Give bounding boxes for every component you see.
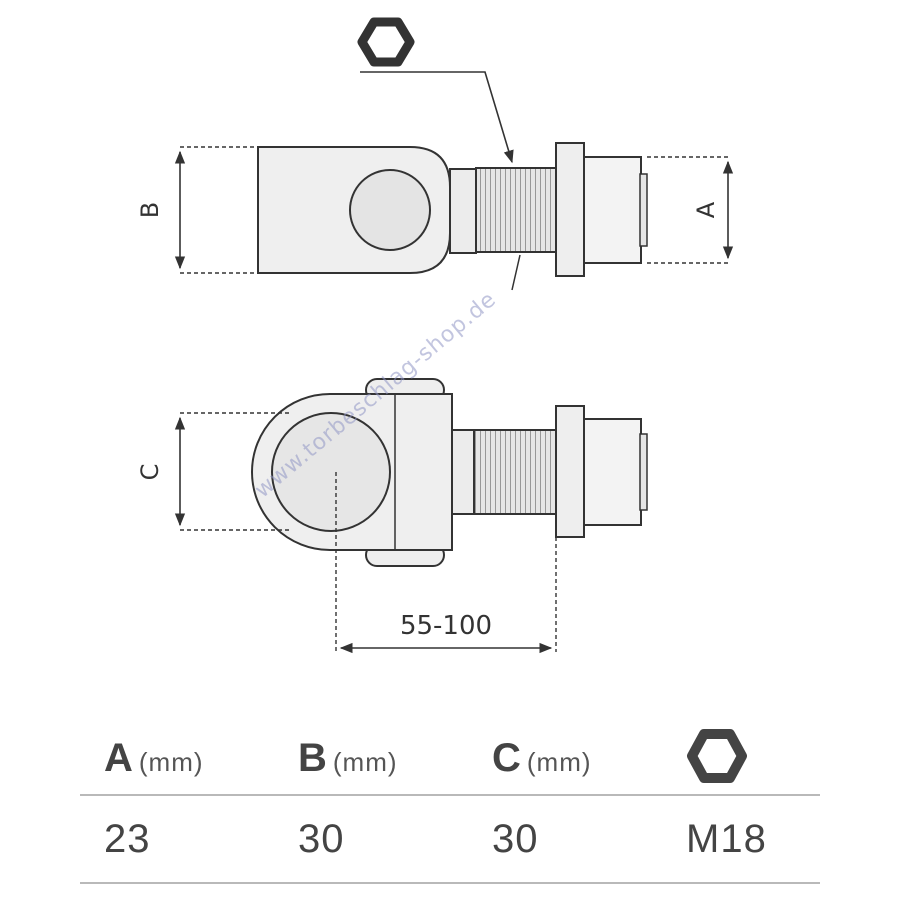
value-c: 30 [492,816,539,861]
side-view [251,378,648,567]
value-thread: M18 [686,816,767,861]
header-letter: B [298,735,327,780]
dimension-b: B [136,146,258,274]
washer [555,142,585,277]
value-a: 23 [104,816,151,861]
dimension-span: 55-100 [335,472,557,654]
header-unit: (mm) [526,746,592,777]
dimension-c-label: C [136,464,164,481]
header-letter: A [104,735,133,780]
header-a: A(mm) [80,736,274,781]
shank [451,429,475,515]
nut-end [639,173,648,247]
dimension-a: A [647,156,734,264]
hinge-drawing: B A C 55-100 www.torbeschlag-shop.de [136,17,734,654]
value-b: 30 [298,816,345,861]
threaded-rod [475,167,559,253]
top-view [257,142,648,291]
span-label: 55-100 [400,611,492,641]
header-nut [662,728,820,789]
hexagon-nut-icon [357,17,415,67]
header-b: B(mm) [274,736,468,781]
thread-leader [511,254,521,291]
spec-table: A(mm) B(mm) C(mm) 23 30 30 M18 [80,722,820,884]
eye-hole [349,169,431,251]
table-row: 23 30 30 M18 [80,796,820,882]
dimension-b-label: B [136,202,164,218]
header-unit: (mm) [332,746,398,777]
hex-nut [583,156,642,264]
header-unit: (mm) [138,746,204,777]
nut-end [639,433,648,511]
dimension-c: C [136,412,292,531]
threaded-rod [473,429,559,515]
header-c: C(mm) [468,736,662,781]
nut-leader-line [360,71,514,164]
shank [449,168,477,254]
table-header-row: A(mm) B(mm) C(mm) [80,722,820,794]
hexagon-nut-icon [687,728,747,783]
header-letter: C [492,735,521,780]
table-divider [80,794,820,796]
dimension-a-label: A [692,201,720,218]
ring-hole [271,412,391,532]
washer [555,405,585,538]
table-divider [80,882,820,884]
hex-nut [583,418,642,526]
